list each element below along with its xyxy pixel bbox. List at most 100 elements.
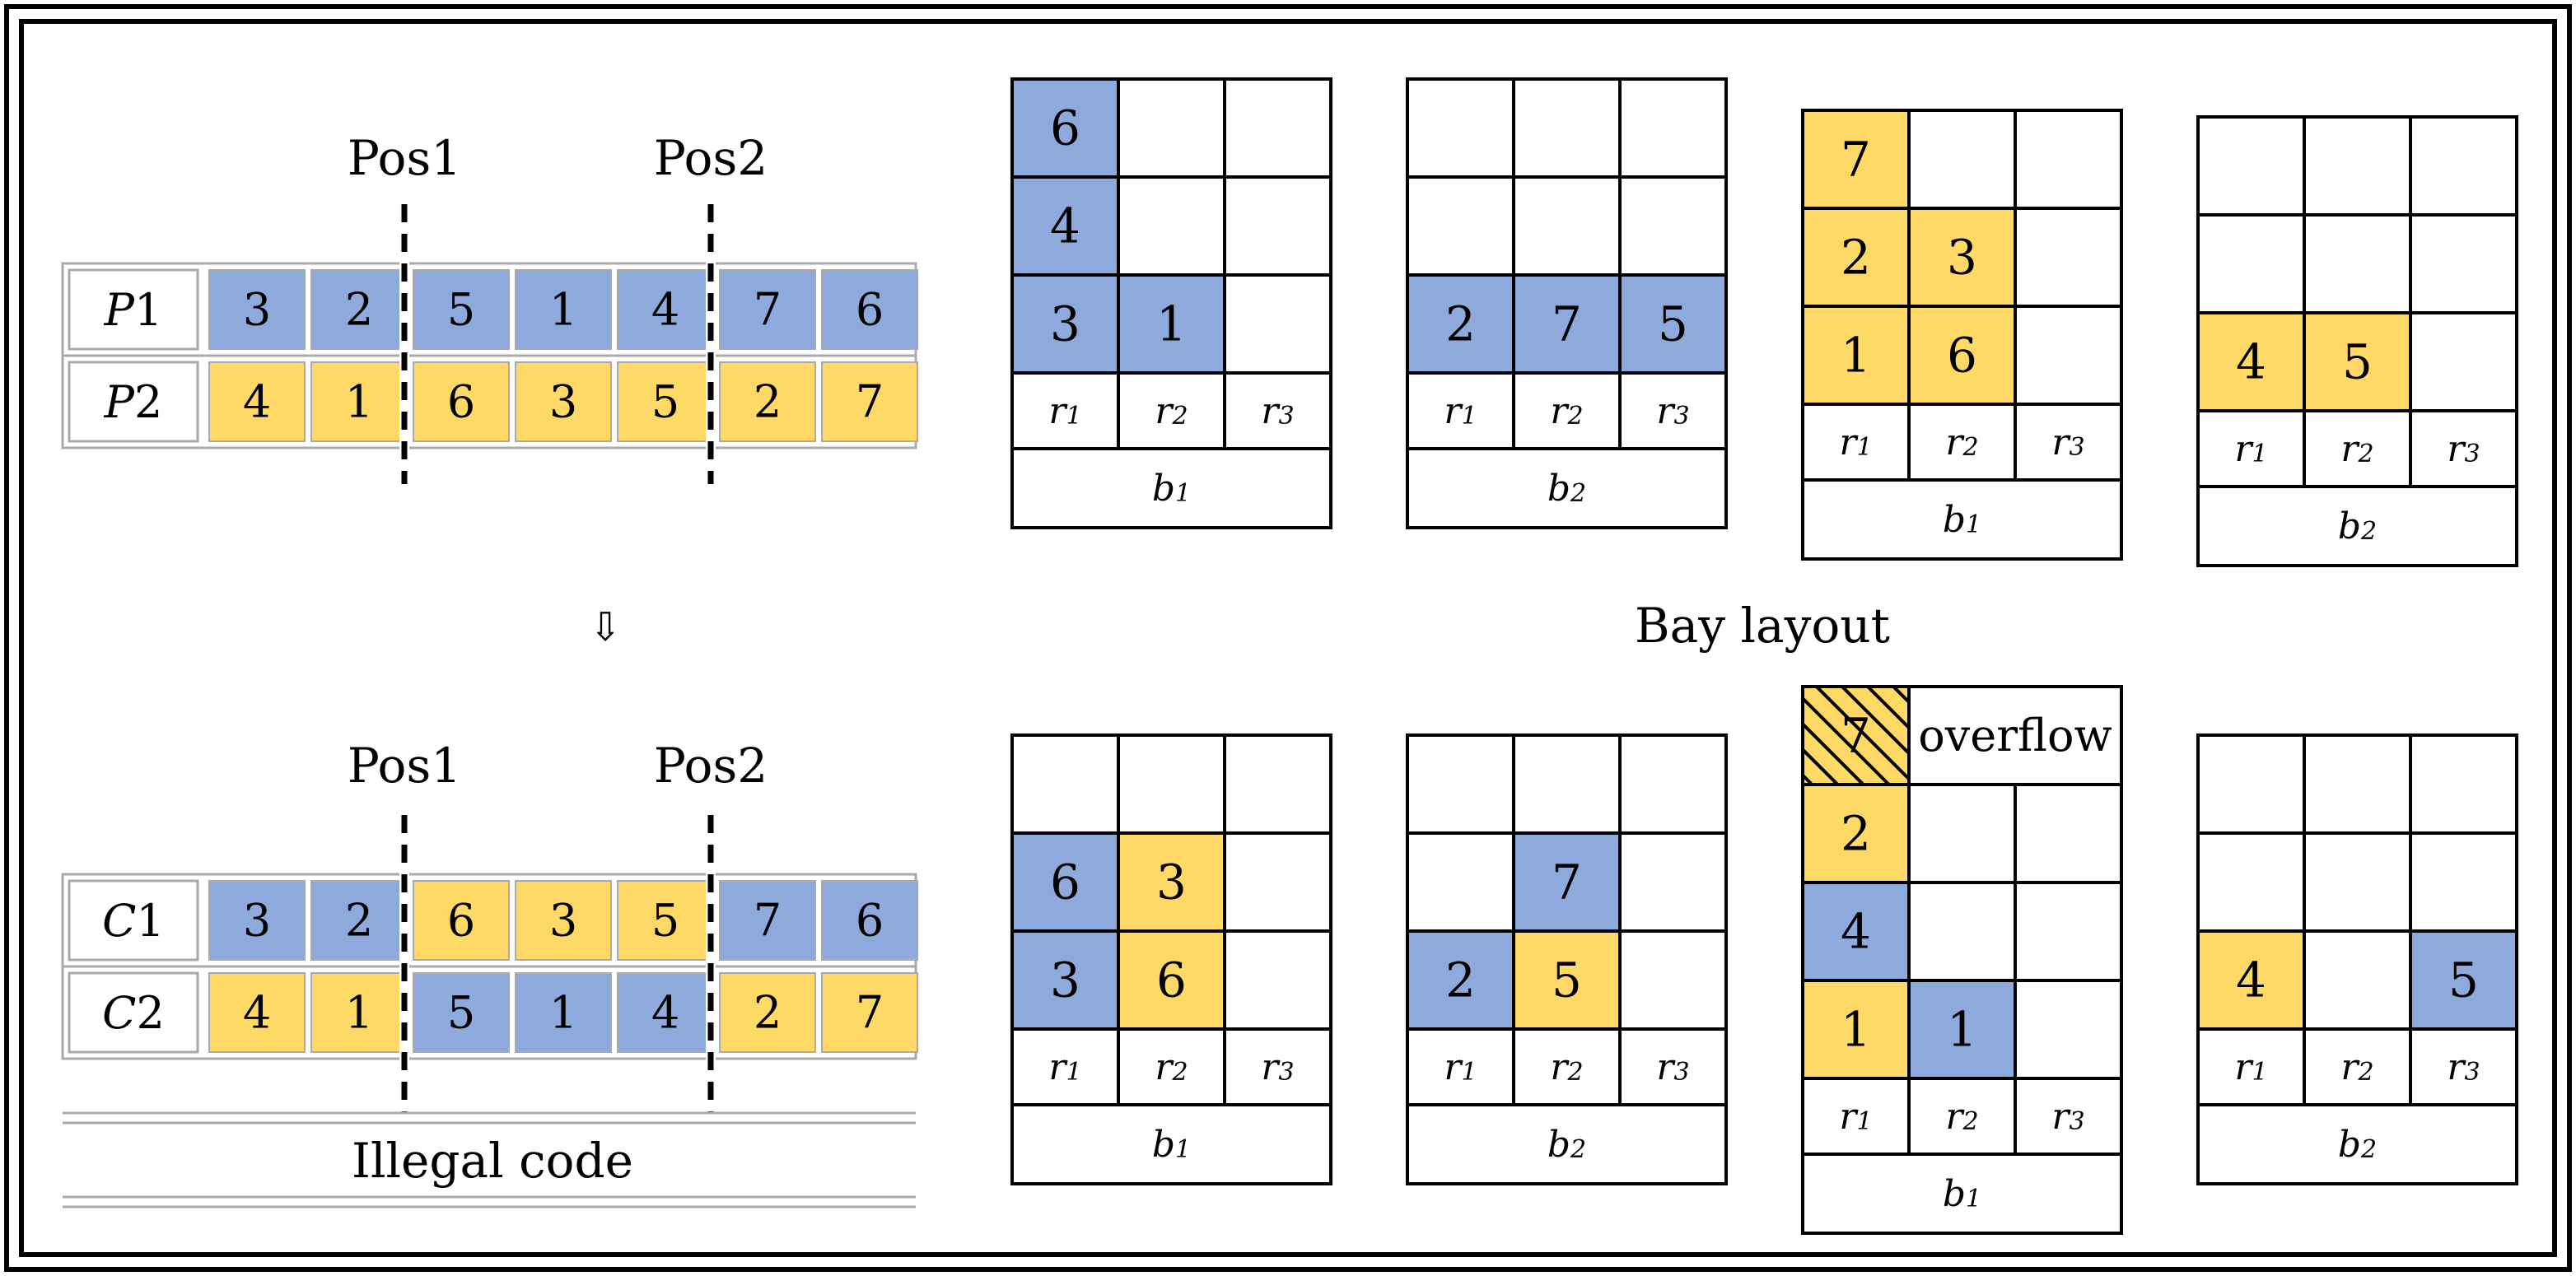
bay-slot [1512, 733, 1622, 835]
bay-slot [1117, 77, 1226, 179]
bay-label: b1 [1152, 1124, 1191, 1166]
bay-slot [1907, 881, 2017, 982]
bay-slot [2303, 929, 2412, 1031]
row-label-cell [1512, 371, 1622, 450]
gene-cell [208, 269, 306, 350]
container-number: 5 [1658, 296, 1688, 352]
bay-slot [2196, 831, 2306, 933]
gene-value: 2 [345, 284, 373, 336]
gene-cell [413, 361, 510, 442]
row-label: r2 [1155, 390, 1188, 432]
gene-value: 4 [651, 987, 679, 1039]
bay-layout-label: Bay layout [1635, 598, 1890, 654]
row-label: r1 [2234, 428, 2267, 470]
gene-value: 5 [651, 376, 679, 428]
bay-label-cell [1406, 447, 1728, 529]
bay-slot [1801, 305, 1911, 406]
row-label-cell [1406, 371, 1515, 450]
container-number: 6 [1947, 328, 1977, 384]
gene-cell [719, 880, 816, 961]
bay-label: b2 [1547, 468, 1586, 510]
bay-slot [1223, 929, 1332, 1031]
gene-cell [719, 269, 816, 350]
bay-slot [2014, 979, 2123, 1080]
row-label: r3 [2051, 421, 2084, 463]
gene-value: 6 [856, 284, 884, 336]
bay-slot [2303, 733, 2412, 835]
pos1-label: Pos1 [348, 738, 461, 794]
gene-value: 7 [754, 284, 782, 336]
gene-cell [208, 972, 306, 1053]
gene-cell [821, 269, 918, 350]
bay-slot [2409, 311, 2518, 412]
container-number: 7 [1552, 296, 1582, 352]
bay-slot [1618, 273, 1728, 375]
container-number: 3 [1050, 952, 1080, 1008]
row-label: r1 [1839, 421, 1872, 463]
bay-slot [1117, 273, 1226, 375]
gene-value: 4 [243, 987, 271, 1039]
bay-slot [2014, 881, 2123, 982]
row-label: r3 [1261, 390, 1294, 432]
bay-slot [1618, 831, 1728, 933]
row-label-cell [1907, 403, 2017, 482]
bay-slot [2409, 115, 2518, 217]
bay-label-cell [2196, 485, 2518, 567]
gene-cell [719, 972, 816, 1053]
row-label: r3 [2447, 428, 2480, 470]
bay-slot [1512, 175, 1622, 277]
gene-value: 7 [856, 376, 884, 428]
row-label: r2 [1550, 1046, 1583, 1088]
container-number: 4 [1050, 198, 1080, 254]
container-number: 5 [1552, 952, 1582, 1008]
row-label: r2 [2340, 1046, 2373, 1088]
bay-slot [1010, 733, 1120, 835]
container-number: 7 [1841, 132, 1871, 188]
gene-value: 1 [549, 987, 577, 1039]
container-number: 3 [1156, 855, 1187, 910]
container-number: 5 [2448, 952, 2479, 1008]
container-number: 1 [1841, 1002, 1871, 1058]
row-label: r1 [1444, 390, 1477, 432]
bay-slot [1618, 175, 1728, 277]
bay-slot [1010, 273, 1120, 375]
gene-cell [310, 972, 408, 1053]
bay-label: b1 [1943, 499, 1981, 541]
gene-value: 5 [651, 895, 679, 947]
bay-slot [1223, 175, 1332, 277]
row-label: r1 [1048, 1046, 1081, 1088]
gene-value: 3 [549, 376, 577, 428]
row-label: r2 [1155, 1046, 1188, 1088]
bay-slot [2014, 783, 2123, 884]
gene-value: 5 [447, 987, 475, 1039]
bay-slot [1907, 783, 2017, 884]
container-number: 4 [2236, 952, 2266, 1008]
chromosome-label: P2 [104, 376, 163, 428]
container-number: 5 [2342, 334, 2373, 390]
row-label-cell [2409, 409, 2518, 488]
bay-slot [1512, 831, 1622, 933]
pos2-label: Pos2 [654, 130, 768, 186]
container-number: 2 [1445, 952, 1476, 1008]
container-number: 4 [1841, 904, 1871, 960]
row-label-cell [1223, 1027, 1332, 1106]
gene-cell [821, 972, 918, 1053]
bay-slot [1512, 77, 1622, 179]
bay-slot [1010, 929, 1120, 1031]
bay-slot [2303, 831, 2412, 933]
gene-cell [310, 361, 408, 442]
gene-value: 6 [447, 376, 475, 428]
container-number: 1 [1947, 1002, 1977, 1058]
gene-cell [515, 972, 612, 1053]
gene-value: 3 [243, 895, 271, 947]
bay-label: b1 [1943, 1173, 1981, 1215]
gene-cell [413, 972, 510, 1053]
gene-value: 1 [549, 284, 577, 336]
container-number: 6 [1156, 952, 1187, 1008]
bay-label-cell [1406, 1103, 1728, 1185]
